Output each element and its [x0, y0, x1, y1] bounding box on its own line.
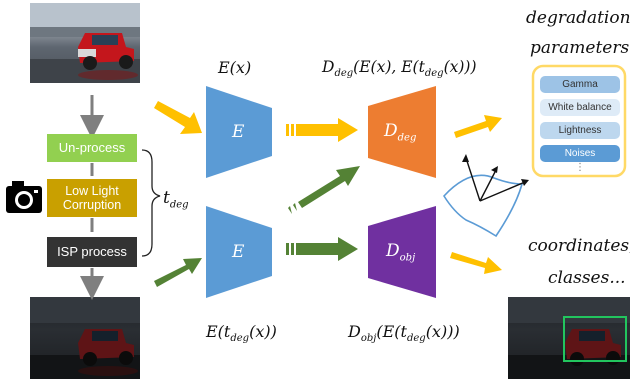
arrow-encoder-to-deg-decoder — [286, 118, 358, 142]
truck-illustration — [30, 3, 140, 83]
encoder-top — [206, 86, 272, 178]
formula-encoder-bottom: E(tdeg(x)) — [206, 322, 277, 345]
coords-title-2: classes... — [548, 268, 626, 288]
lowlight-box: Low Light Corruption — [47, 179, 137, 217]
degradation-title-2: parameters — [530, 38, 630, 58]
param-more-marker: ⋮ — [575, 162, 585, 173]
t-deg-label: tdeg — [163, 188, 189, 211]
camera-icon — [6, 181, 42, 213]
formula-encoder-top: E(x) — [218, 58, 252, 77]
unprocess-label: Un-process — [58, 140, 126, 155]
arrow-obj-output — [450, 252, 502, 274]
lowlight-label-1: Low Light — [65, 184, 119, 198]
encoder-bottom — [206, 206, 272, 298]
detection-photo — [508, 297, 630, 379]
isp-box: ISP process — [47, 237, 137, 267]
formula-obj-decoder: Dobj(E(tdeg(x))) — [348, 322, 460, 345]
arrow-photo-to-encoder — [154, 101, 202, 134]
param-gamma: Gamma — [540, 76, 620, 93]
degradation-title-1: degradation — [526, 8, 630, 28]
lowlight-label-2: Corruption — [62, 198, 122, 212]
arrow-encoder-to-obj-decoder — [286, 237, 358, 261]
param-noises: Noises — [540, 145, 620, 162]
degradation-decoder — [368, 86, 436, 178]
coords-title-1: coordinates, — [528, 236, 630, 256]
arrow-encoder-to-deg-decoder-diag — [288, 166, 360, 214]
degraded-photo — [30, 297, 140, 379]
encoder-bottom-label: E — [232, 242, 245, 262]
clean-photo — [30, 3, 140, 83]
param-lightness: Lightness — [540, 122, 620, 139]
t-deg-brace — [141, 149, 161, 257]
encoder-top-label: E — [232, 122, 245, 142]
formula-deg-decoder: Ddeg(E(x), E(tdeg(x))) — [322, 58, 477, 80]
obj-decoder-label: Dobj — [386, 241, 416, 264]
isp-label: ISP process — [57, 244, 127, 259]
object-decoder — [368, 206, 436, 298]
param-white-balance: White balance — [540, 99, 620, 116]
arrow-degraded-to-encoder — [154, 258, 202, 287]
arrow-deg-output — [454, 115, 502, 138]
deg-decoder-label: Ddeg — [384, 121, 417, 144]
coordinate-axes-icon — [442, 154, 529, 238]
detection-box-icon — [563, 316, 627, 362]
unprocess-box: Un-process — [47, 134, 137, 162]
